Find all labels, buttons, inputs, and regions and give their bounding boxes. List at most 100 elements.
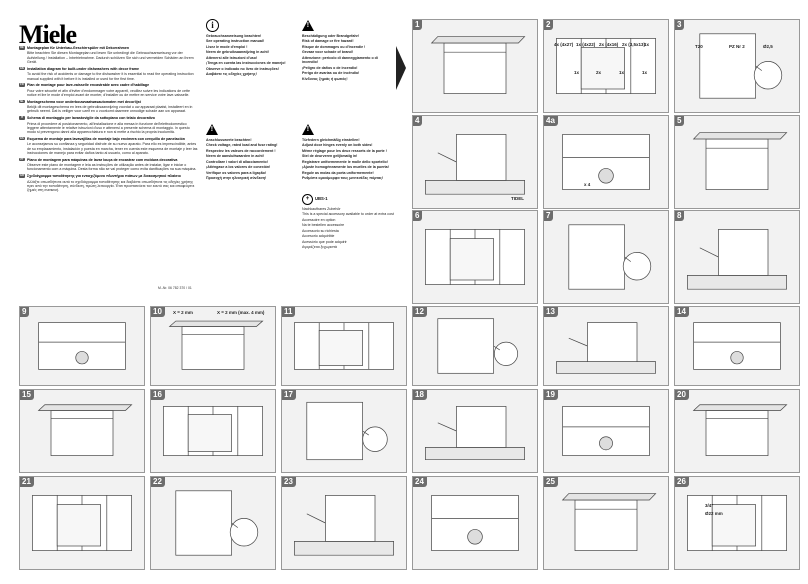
step-illustration-21	[32, 495, 132, 551]
language-text: Observe este plano de montagem e leia as…	[27, 163, 197, 172]
next-arrow-icon	[396, 46, 406, 90]
language-title: Plano de montagem para máquinas de lavar…	[27, 157, 178, 162]
language-text: Pour votre sécurité et afin d'éviter d'e…	[27, 88, 190, 97]
step-panel-12: 12	[412, 306, 538, 386]
warning-line: Beschädigung oder Brandgefahr!	[302, 34, 360, 38]
step-illustration-20	[692, 404, 788, 456]
gap-label-max: X = 2 mm (max. 4 mm)	[217, 310, 265, 315]
warning-line: Gevaar voor schade of brand!	[302, 50, 353, 55]
warning-line: ¡Atiéngase a los valores de conexión!	[206, 165, 271, 170]
step-illustration-17	[306, 401, 388, 461]
warning-line: Na te bestellen accessoire	[302, 223, 345, 228]
language-text: Bekijk dit montageschema en lees de gebr…	[27, 105, 193, 114]
step-number-badge: 15	[20, 390, 34, 400]
warnings-column-2-bottom: Anschlusswerte beachten!Check voltage, r…	[206, 138, 292, 182]
step-number-badge: 5	[675, 116, 685, 126]
part-quantity: 1x	[574, 70, 580, 75]
warning-triangle-icon-2	[206, 124, 218, 135]
step-illustration-2	[556, 38, 656, 94]
flag-de-icon: DE	[19, 46, 25, 50]
warning-line: Stel de deurveren gelijkmatig in!	[302, 154, 358, 159]
language-title: Plan de montage pour lave-vaisselle enca…	[27, 83, 150, 88]
flag-fr-icon: FR	[19, 83, 25, 87]
step-panel-5: 5	[674, 115, 800, 209]
step-illustration-5	[692, 132, 788, 190]
warning-line: Accessoire en option	[302, 217, 336, 222]
tool-label: PZ Nr 2	[729, 44, 745, 49]
warnings-column-3-top: Beschädigung oder Brandgefahr!Risk of da…	[302, 34, 394, 82]
step-illustration-11	[294, 322, 394, 370]
tool-label: T20	[695, 44, 703, 49]
step-illustration-18	[425, 406, 525, 461]
warning-line: Gebrauchsanweisung beachten!	[206, 34, 262, 38]
warning-line: Accessorio su richiesta	[302, 228, 339, 233]
screw-count: x 4	[584, 182, 591, 187]
step-number-badge: 7	[544, 211, 554, 221]
step-panel-23: 23	[281, 476, 407, 570]
part-quantity: 1x	[619, 70, 625, 75]
language-text: Αλλάξτε οπωσδήποτε αυτό το σχεδιάγραμμα …	[27, 179, 195, 193]
step-number-badge: 18	[413, 390, 427, 400]
flag-en-icon: EN	[19, 66, 25, 71]
document-number: M.-Nr. 06 782 370 / 01	[158, 286, 192, 290]
step-panel-20: 20	[674, 389, 800, 473]
warning-line: Perigo de avarias ou de incêndio!	[302, 71, 360, 76]
step-panel-21: 21	[19, 476, 145, 570]
warning-line: Risque de dommages ou d'incendie !	[302, 44, 366, 49]
step-illustration-19	[562, 406, 650, 456]
step-number-badge: 25	[544, 477, 558, 487]
warning-line: Nachkaufbares Zubehör	[302, 207, 341, 211]
part-quantity: 2x (3,5x13)	[622, 42, 646, 47]
warning-line: See operating instruction manual!	[206, 39, 265, 44]
warning-line: Διαβάστε τις οδηγίες χρήσης!	[206, 72, 257, 77]
step-panel-25: 25	[543, 476, 669, 570]
step-illustration-3	[699, 33, 783, 99]
part-quantity: 2x (4x16)	[599, 42, 619, 47]
warning-line: Respectez les valeurs de raccordement !	[206, 148, 276, 153]
step-panel-24: 24	[412, 476, 538, 570]
language-text: To avoid the risk of accidents or damage…	[27, 72, 194, 81]
language-text: Bitte beachten Sie diesen Montageplan un…	[27, 51, 194, 65]
warning-line: Controllare i valori di allacciamento!	[206, 159, 268, 164]
warning-line: ¡Ajuste homogéneamente los muelles de la…	[302, 165, 389, 170]
step4-label: TIDEL	[511, 196, 524, 201]
step-panel-11: 11	[281, 306, 407, 386]
part-quantity: 4x (4x27)	[554, 42, 574, 47]
step-number-badge: 26	[675, 477, 689, 487]
gap-label: X = 2 mm	[173, 310, 193, 315]
part-quantity: 1x (4x22)	[576, 42, 596, 47]
step-illustration-16	[163, 406, 263, 456]
step-illustration-14	[693, 322, 781, 370]
step-number-badge: 11	[282, 307, 296, 317]
step-number-badge: 17	[282, 390, 296, 400]
step-illustration-4a	[562, 134, 650, 190]
language-title: Installation diagram for built-under dis…	[27, 66, 140, 71]
warning-line: ¡Tenga en cuenta las instrucciones de ma…	[206, 61, 286, 66]
warning-line: Neem de gebruiksaanwijzing in acht!	[206, 50, 269, 55]
part-quantity: 1x	[644, 42, 650, 47]
language-title: Montageschema voor onderbouwvaatwasautom…	[27, 99, 141, 104]
warning-line: Registrare uniformemente le molle dello …	[302, 159, 388, 164]
step-illustration-23	[294, 495, 394, 556]
step-panel-22: 22	[150, 476, 276, 570]
tool-label: Ø2,5	[763, 44, 773, 49]
accessory-icon: +	[302, 194, 313, 205]
warning-line: ¡Peligro de daños o de incendio!	[302, 65, 358, 70]
step-number-badge: 19	[544, 390, 558, 400]
language-title: Σχεδιάγραμμα τοποθέτησης για εντοιχιζόμε…	[27, 174, 181, 179]
step-number-badge: 1	[413, 20, 423, 30]
step-illustration-13	[556, 322, 656, 374]
step-illustration-4	[425, 134, 525, 195]
warning-line: This is a special accessory available to…	[302, 212, 394, 217]
warning-triangle-icon-3	[302, 124, 314, 135]
